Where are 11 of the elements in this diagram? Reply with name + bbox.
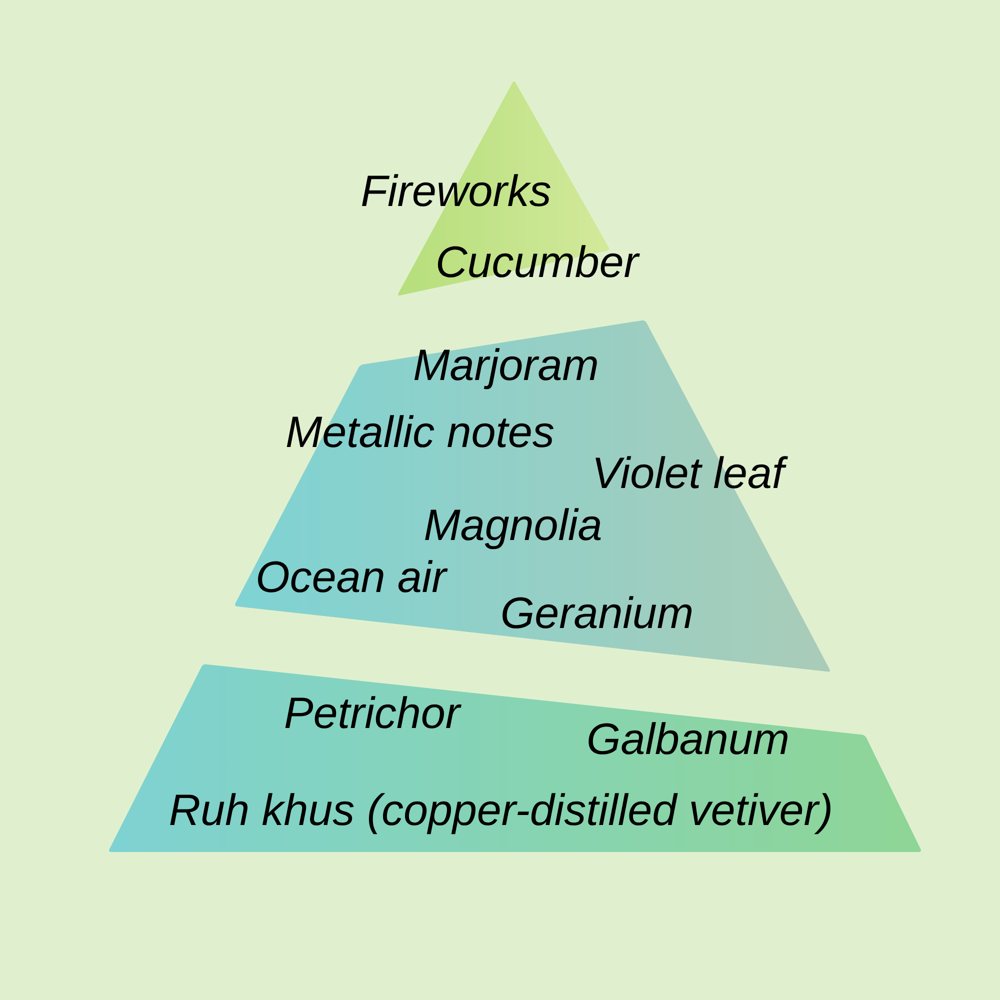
- note-label: Ruh khus (copper-distilled vetiver): [170, 793, 830, 834]
- note-label: Cucumber: [438, 245, 640, 278]
- note-label: Petrichor: [285, 696, 462, 728]
- note-label: Geranium: [502, 596, 692, 628]
- note-label: Magnolia: [425, 508, 601, 550]
- note-label: Marjoram: [414, 348, 597, 390]
- note-label: Galbanum: [588, 722, 788, 754]
- note-label: Ocean air: [258, 560, 448, 592]
- note-label: Fireworks: [362, 174, 550, 206]
- note-label: Violet leaf: [596, 456, 788, 488]
- note-label: Metallic notes: [286, 415, 554, 448]
